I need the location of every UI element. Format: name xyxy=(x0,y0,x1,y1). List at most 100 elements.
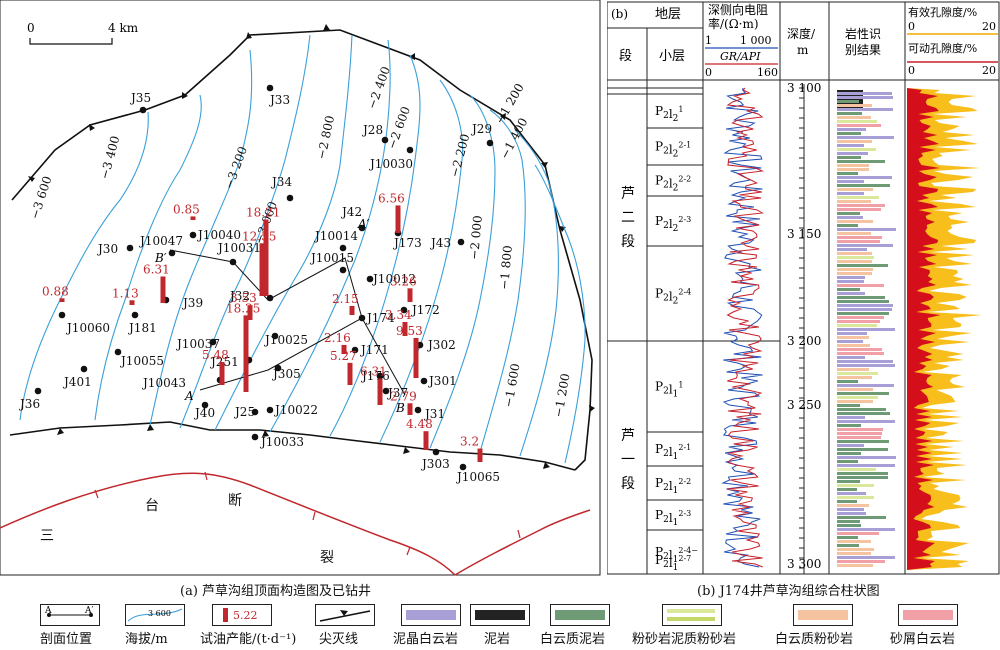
depth-tick-label: 3 150 xyxy=(787,227,821,241)
header-depth-1: 深度/ xyxy=(787,26,816,41)
well-label: J10037 xyxy=(175,337,220,351)
well-label: J32 xyxy=(228,289,250,303)
production-mark: 1.13 xyxy=(112,286,139,305)
well-dot xyxy=(34,387,42,395)
well-label: J10055 xyxy=(119,354,164,368)
well-dot xyxy=(459,463,467,471)
production-mark: 3.26 xyxy=(390,274,417,302)
production-mark: 6.56 xyxy=(378,191,405,233)
production-bar xyxy=(349,305,355,315)
well-label: J35 xyxy=(129,91,151,105)
well-marker: J39 xyxy=(162,296,203,310)
production-bar xyxy=(129,300,135,305)
scale-label-zero: 0 xyxy=(27,21,35,35)
sublayer-label: P2l22-3 xyxy=(655,214,691,234)
well-dot xyxy=(229,258,237,266)
sublayer-label: P2l12-3 xyxy=(655,508,691,528)
well-marker: J42 xyxy=(340,205,366,232)
dolomitic-mudstone-swatch xyxy=(550,604,610,626)
production-value: 3.26 xyxy=(390,274,417,288)
production-value: 18.25 xyxy=(226,301,260,315)
well-marker: J10030 xyxy=(368,146,414,171)
well-dot xyxy=(457,238,465,246)
well-marker: J30 xyxy=(96,242,134,256)
poro-scale-max: 20 xyxy=(982,20,996,33)
depth-tick-label: 3 100 xyxy=(787,81,821,95)
production-mark: 18.21 xyxy=(246,206,280,296)
map-frame xyxy=(0,0,601,576)
well-dot xyxy=(420,377,428,385)
well-marker: J43 xyxy=(429,236,465,250)
well-label: J30 xyxy=(96,242,118,256)
segment-lu2-char2: 二 xyxy=(621,210,635,226)
gr-scale-min: 0 xyxy=(705,66,712,79)
well-marker: J401 xyxy=(62,365,92,389)
poro-scale-min: 0 xyxy=(908,20,915,33)
production-bar xyxy=(377,378,383,405)
sublayer-label: P2l22-2 xyxy=(655,174,691,194)
well-dot xyxy=(209,338,217,346)
well-label: J42 xyxy=(340,205,362,219)
well-label: J401 xyxy=(62,375,92,389)
mov-scale-min: 0 xyxy=(908,64,915,77)
production-value: 4.48 xyxy=(406,417,433,431)
well-marker: J10037 xyxy=(175,337,220,351)
well-marker: J10014 xyxy=(313,229,358,252)
sublayer-label: P2l12-4− xyxy=(655,545,698,565)
segment-lu1-char3: 段 xyxy=(621,476,635,492)
depth-tick-label: 3 300 xyxy=(787,557,821,571)
svg-text:裂: 裂 xyxy=(320,550,334,566)
production-bar xyxy=(347,362,353,385)
well-label: J31 xyxy=(423,407,445,421)
contour-label: −2 200 xyxy=(447,132,472,179)
production-value: 3.34 xyxy=(385,308,412,322)
production-bar xyxy=(407,288,413,302)
well-dot xyxy=(381,136,389,144)
well-marker: J10040 xyxy=(189,228,241,242)
well-dot xyxy=(114,348,122,356)
gr-label: GR/API xyxy=(720,50,761,63)
production-bar xyxy=(395,205,401,233)
production-bar xyxy=(59,298,65,302)
sublayer-label: P2l12-2 xyxy=(655,476,691,496)
micritic-dolomite-swatch xyxy=(401,604,461,626)
header-formation: 地层 xyxy=(655,7,681,22)
production-bar xyxy=(477,448,483,462)
segment-lu1-char2: 一 xyxy=(621,452,635,468)
contour-label: −3 400 xyxy=(97,134,122,181)
well-dot xyxy=(366,275,374,283)
production-value: 2.79 xyxy=(390,389,417,403)
contour-label: −1 600 xyxy=(501,362,523,408)
contour-label: −2 800 xyxy=(314,114,337,160)
pinchout-line-icon xyxy=(315,604,375,626)
well-dot xyxy=(266,84,274,92)
well-label: J28 xyxy=(361,123,383,137)
well-label: J174 xyxy=(365,311,395,325)
well-label: J37 xyxy=(386,386,408,400)
header-movable: 可动孔隙度/% xyxy=(908,41,977,55)
production-mark: 4.48 xyxy=(406,417,433,450)
well-marker: J10031 xyxy=(216,241,261,266)
section-endpoint-labels: A A′ B B′ xyxy=(154,217,405,415)
map-caption: (a) 芦草沟组顶面构造图及已钻井 xyxy=(180,584,372,599)
contour-label: −3 200 xyxy=(222,144,250,191)
well-label: J34 xyxy=(270,175,292,189)
well-label: J10065 xyxy=(455,470,500,484)
well-dot xyxy=(286,194,294,202)
sublayer-label: P2l11 xyxy=(655,380,683,400)
legend-dolomitic-mudstone: 白云质泥岩 xyxy=(540,600,620,650)
sublayer-label: P2l12-7 xyxy=(655,553,691,573)
legend-sandy-dolomite: 砂屑白云岩 xyxy=(890,600,990,650)
well-label: J43 xyxy=(429,236,451,250)
production-bar xyxy=(190,216,196,220)
well-dot xyxy=(339,266,347,274)
well-label: J171 xyxy=(359,343,389,357)
res-scale-max: 1 000 xyxy=(740,34,772,47)
well-dot xyxy=(251,408,259,416)
header-resistivity-2: 率/(Ω·m) xyxy=(708,16,759,31)
legend-production: 5.22 试油产能/(t·d⁻¹) xyxy=(200,600,310,650)
header-litho-1: 岩性识 xyxy=(845,26,881,41)
production-mark: 2.79 xyxy=(390,389,417,415)
